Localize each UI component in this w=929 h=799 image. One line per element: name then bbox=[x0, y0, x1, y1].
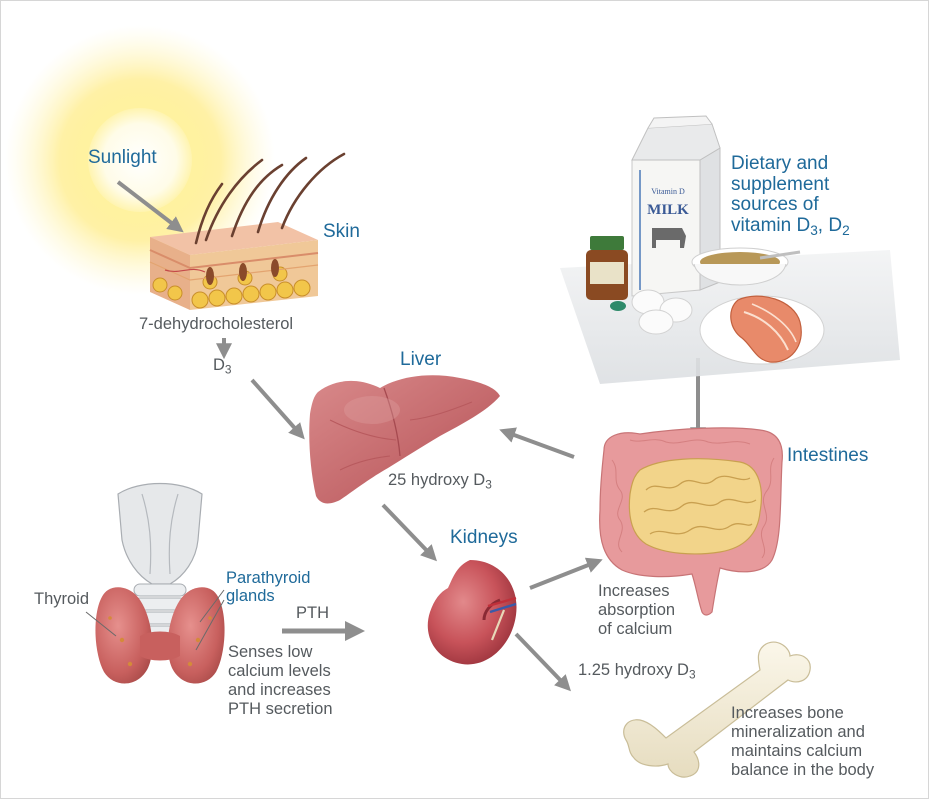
label-d3: D3 bbox=[213, 356, 232, 377]
parathyroid-pointer-2 bbox=[195, 599, 225, 651]
liver-icon bbox=[309, 375, 500, 504]
label-sunlight: Sunlight bbox=[88, 147, 157, 168]
skin-icon bbox=[149, 152, 346, 310]
label-increases-bone-mineralization: Increases bone mineralization and mainta… bbox=[731, 704, 875, 779]
supplement-bottle-icon bbox=[586, 236, 628, 311]
label-senses-low-calcium: Senses low calcium levels and increases … bbox=[228, 643, 333, 718]
arrow-kidneys-intestines bbox=[529, 557, 603, 590]
eggs-icon bbox=[631, 289, 693, 335]
label-1-25-hydroxy-d3: 1.25 hydroxy D3 bbox=[578, 661, 696, 682]
cereal-bowl-icon bbox=[691, 247, 801, 286]
label-7-dehydrocholesterol: 7-dehydrocholesterol bbox=[139, 315, 294, 333]
label-liver: Liver bbox=[400, 349, 442, 370]
arrow-sunlight-skin bbox=[116, 180, 184, 233]
arrow-liver-kidneys bbox=[381, 503, 437, 562]
bone-icon bbox=[623, 641, 811, 778]
parathyroid-pointer-1 bbox=[199, 589, 225, 623]
label-dietary-sources: Dietary and supplement sources of vitami… bbox=[731, 153, 850, 238]
carton-brand-text: Vitamin D bbox=[651, 187, 685, 196]
label-kidneys: Kidneys bbox=[450, 527, 518, 548]
label-increases-absorption: Increases absorption of calcium bbox=[598, 582, 676, 638]
thyroid-icon bbox=[95, 482, 225, 684]
label-intestines: Intestines bbox=[787, 445, 869, 466]
thyroid-pointer bbox=[85, 611, 117, 637]
salmon-steak-icon bbox=[699, 295, 825, 365]
arrow-d3-liver bbox=[250, 378, 305, 440]
label-skin: Skin bbox=[323, 221, 360, 242]
label-25-hydroxy-d3: 25 hydroxy D3 bbox=[388, 471, 492, 492]
carton-milk-text: MILK bbox=[647, 202, 689, 218]
arrow-kidneys-bone bbox=[514, 632, 571, 692]
arrow-intestines-liver bbox=[499, 427, 575, 459]
label-parathyroid-glands: Parathyroid glands bbox=[226, 569, 311, 605]
food-sources-illustration: Vitamin D MILK bbox=[560, 115, 900, 384]
label-pth: PTH bbox=[296, 604, 329, 622]
label-thyroid: Thyroid bbox=[34, 590, 90, 608]
sun-icon bbox=[5, 25, 275, 295]
kidney-icon bbox=[427, 560, 517, 665]
intestines-icon bbox=[599, 427, 783, 616]
milk-carton-icon: Vitamin D MILK bbox=[631, 115, 721, 297]
